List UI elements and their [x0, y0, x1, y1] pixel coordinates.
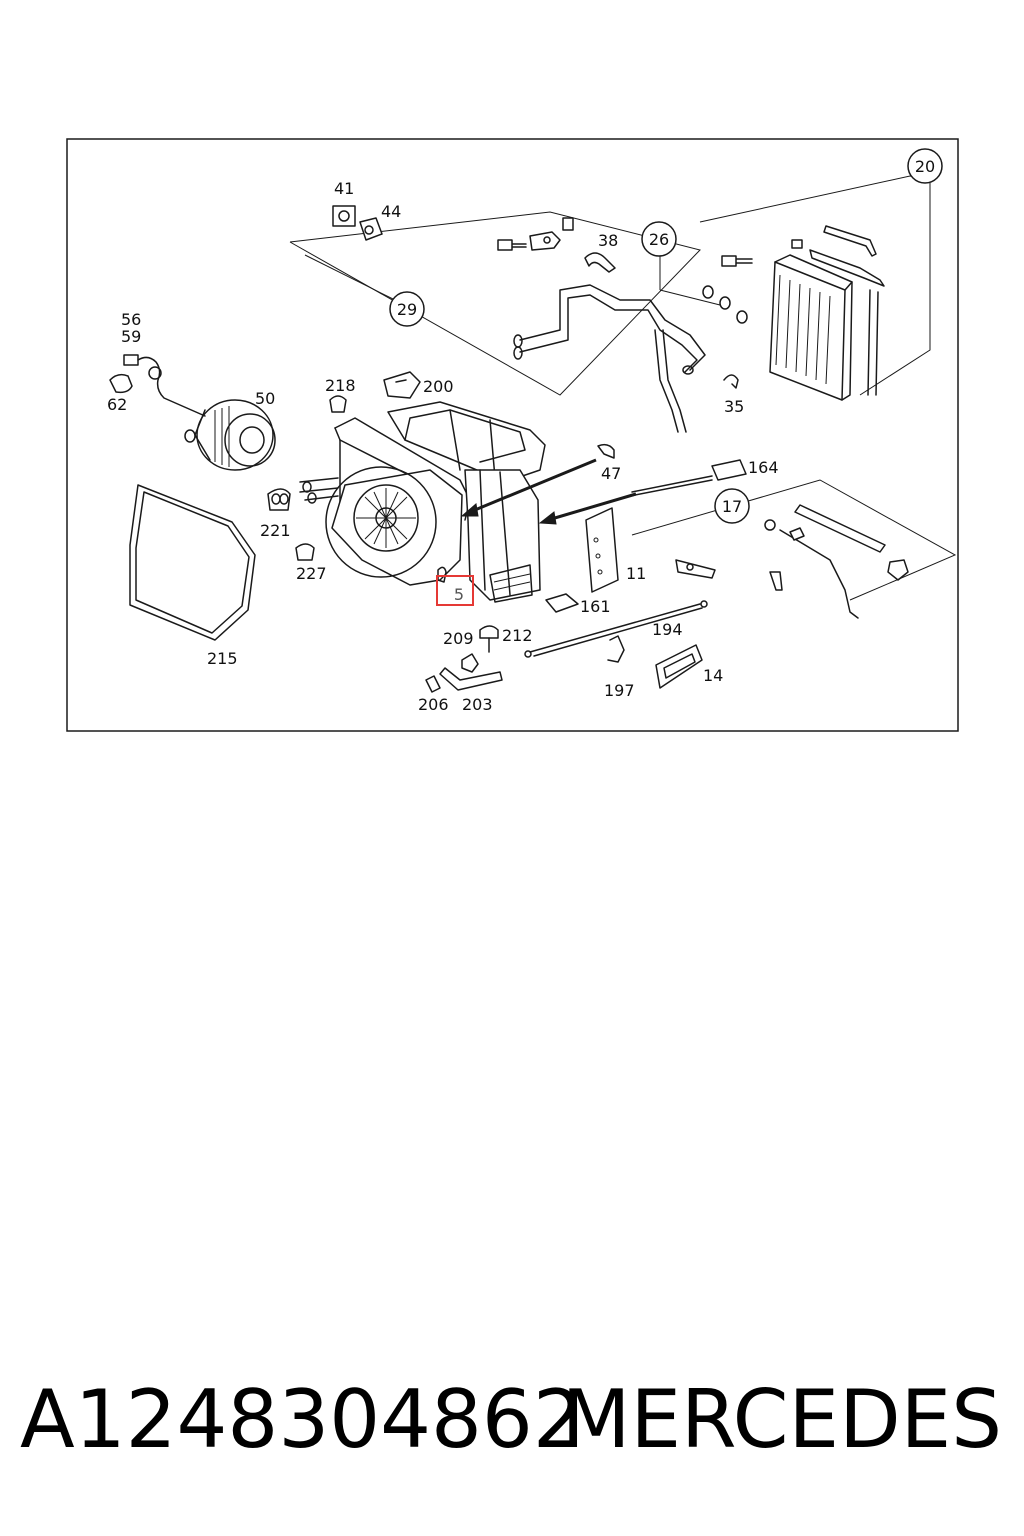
callout-212: 212	[502, 626, 533, 645]
parts-diagram: 41 44 38 56 59 62 50 218 200 47 164 221 …	[66, 138, 959, 732]
highlight-box	[436, 575, 474, 606]
callout-44: 44	[381, 202, 401, 221]
callout-215: 215	[207, 649, 238, 668]
callout-203: 203	[462, 695, 493, 714]
callout-11: 11	[626, 564, 646, 583]
circled-callout-29-label: 29	[397, 300, 417, 319]
callout-41: 41	[334, 179, 354, 198]
circled-callout-29: 29	[389, 291, 425, 327]
callout-197: 197	[604, 681, 635, 700]
callout-62: 62	[107, 395, 127, 414]
callout-227: 227	[296, 564, 327, 583]
blower-housing	[299, 401, 637, 603]
control-linkage-group	[545, 443, 957, 619]
diagram-frame	[66, 138, 959, 732]
small-fittings	[267, 205, 421, 561]
circled-callout-20: 20	[907, 148, 943, 184]
part-number: A1248304862	[20, 1373, 584, 1466]
highlighted-callout-label: 5	[454, 585, 464, 604]
circled-callout-26-label: 26	[649, 230, 669, 249]
footer: A1248304862 MERCEDES	[0, 1365, 1024, 1475]
callout-59: 59	[121, 327, 141, 346]
callout-218: 218	[325, 376, 356, 395]
callout-14: 14	[703, 666, 723, 685]
circled-callout-17: 17	[714, 488, 750, 524]
heater-core-group	[659, 175, 931, 401]
circled-callout-26: 26	[641, 221, 677, 257]
heater-pipe-group	[289, 211, 739, 433]
circled-callout-17-label: 17	[722, 497, 742, 516]
callout-50: 50	[255, 389, 275, 408]
callout-56: 56	[121, 310, 141, 329]
circled-callout-20-label: 20	[915, 157, 935, 176]
bottom-fittings	[425, 600, 708, 693]
callout-47: 47	[601, 464, 621, 483]
callout-221: 221	[260, 521, 291, 540]
callout-209: 209	[443, 629, 474, 648]
callout-206: 206	[418, 695, 449, 714]
brand-name: MERCEDES	[561, 1373, 1002, 1466]
callout-200: 200	[423, 377, 454, 396]
callout-194: 194	[652, 620, 683, 639]
blower-motor	[109, 354, 276, 471]
highlighted-callout-5[interactable]: 5	[436, 575, 474, 606]
callout-38: 38	[598, 231, 618, 250]
callout-35: 35	[724, 397, 744, 416]
callout-161: 161	[580, 597, 611, 616]
housing-seal	[129, 484, 256, 641]
callout-164: 164	[748, 458, 779, 477]
